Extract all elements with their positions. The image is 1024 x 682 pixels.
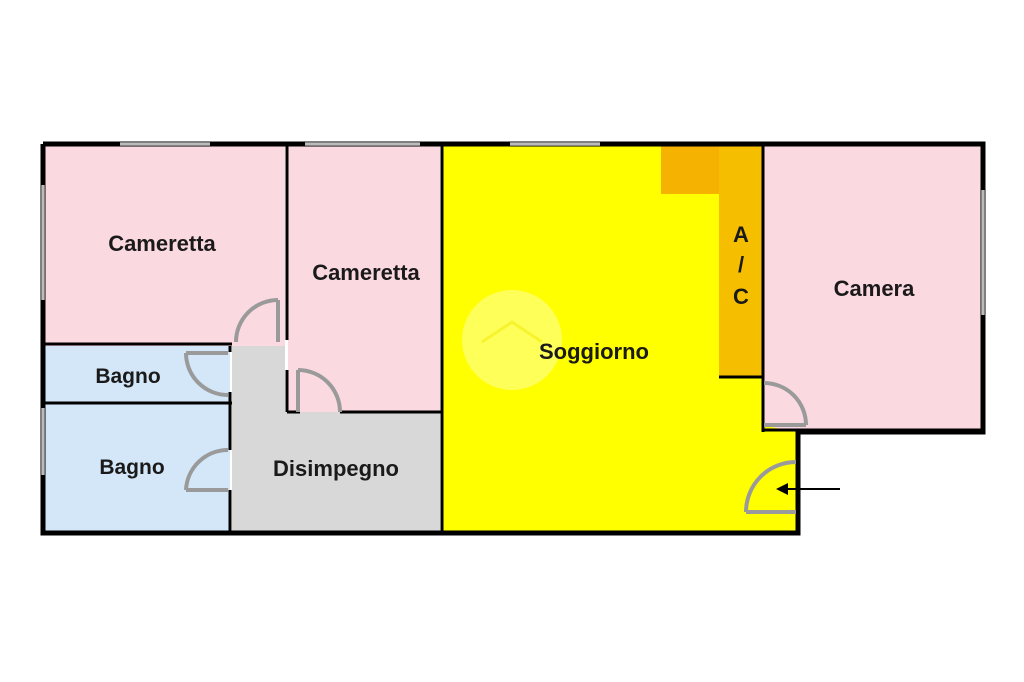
room-cameretta-middle bbox=[288, 146, 440, 412]
door-entrance bbox=[744, 460, 797, 514]
label-bagno-bottom: Bagno bbox=[99, 456, 164, 479]
label-bagno-top: Bagno bbox=[95, 365, 160, 388]
door-bagno-top bbox=[184, 351, 229, 397]
label-ac-slash: / bbox=[738, 252, 744, 277]
room-camera bbox=[764, 146, 981, 432]
house-watermark-icon bbox=[462, 290, 562, 390]
label-camera: Camera bbox=[834, 276, 915, 301]
room-soggiorno bbox=[443, 146, 796, 531]
door-cameretta-middle bbox=[296, 368, 342, 413]
doors bbox=[184, 298, 808, 514]
outer-walls bbox=[40, 141, 986, 536]
windows bbox=[41, 142, 985, 475]
entrance-arrow-icon bbox=[776, 483, 840, 495]
room-labels: Cameretta Cameretta Camera Soggiorno A /… bbox=[95, 222, 915, 481]
room-disimpegno bbox=[232, 346, 440, 531]
room-ac bbox=[719, 146, 762, 377]
door-cameretta-left bbox=[234, 298, 280, 343]
room-bagno-top bbox=[45, 346, 230, 403]
room-cameretta-left bbox=[45, 146, 285, 346]
room-bagno-bottom bbox=[45, 403, 230, 531]
label-cameretta-middle: Cameretta bbox=[312, 260, 420, 285]
label-soggiorno: Soggiorno bbox=[539, 339, 649, 364]
door-camera bbox=[763, 381, 808, 427]
label-disimpegno: Disimpegno bbox=[273, 456, 399, 481]
room-fills bbox=[45, 146, 981, 531]
door-bagno-bottom bbox=[184, 447, 229, 492]
label-cameretta-left: Cameretta bbox=[108, 231, 216, 256]
label-ac-c: C bbox=[733, 284, 749, 309]
label-ac-a: A bbox=[733, 222, 749, 247]
